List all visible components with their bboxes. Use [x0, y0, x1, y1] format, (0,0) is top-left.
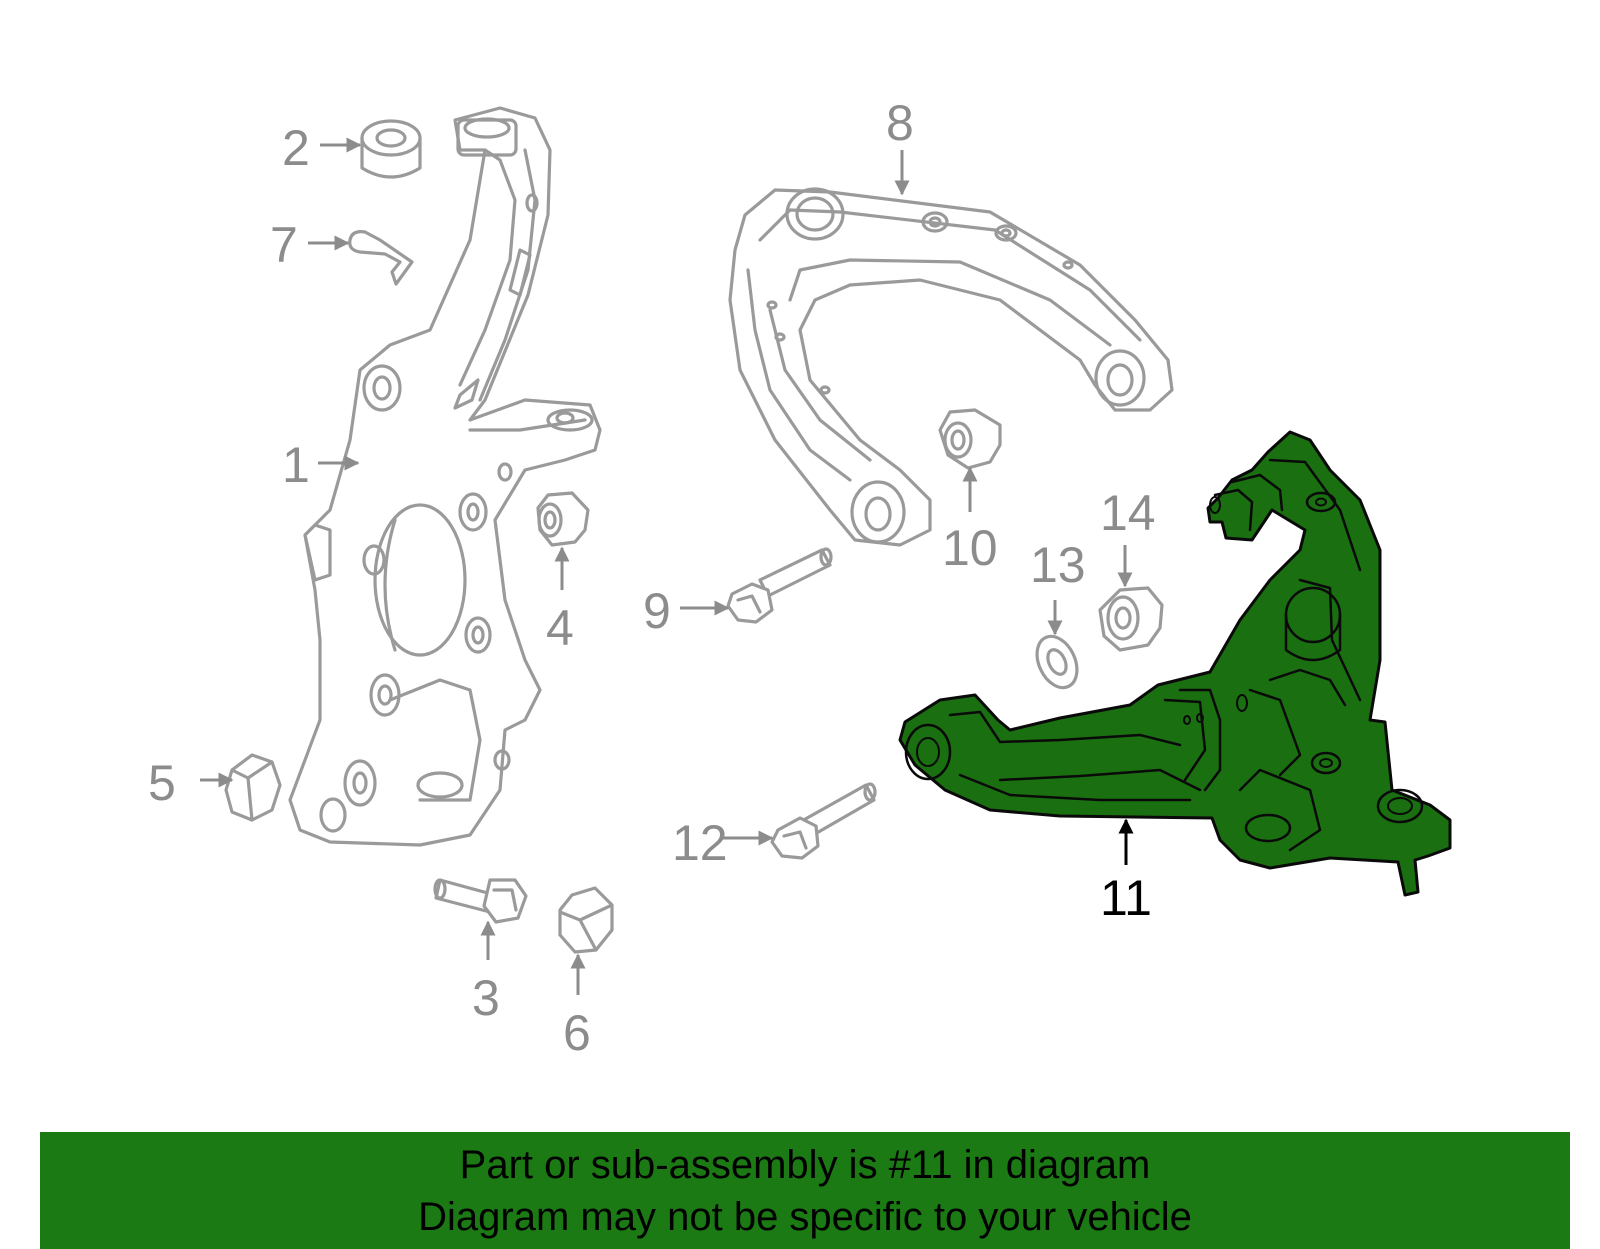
callout-13: 13 [1030, 537, 1086, 593]
callout-10: 10 [942, 520, 998, 576]
hex-nut-6-part [558, 886, 614, 954]
callout-6: 6 [563, 1005, 591, 1061]
retaining-clip-part [348, 230, 414, 286]
callout-7: 7 [270, 217, 298, 273]
parts-diagram: 2 7 1 5 3 6 4 9 12 8 10 13 14 11 [148, 95, 1452, 1061]
bushing-part [360, 119, 422, 179]
bolt-12-part [770, 782, 877, 860]
flange-nut-10-part [938, 408, 1002, 470]
steering-knuckle-part [288, 106, 602, 847]
lower-control-arm-part [898, 430, 1452, 897]
banner-line-2: Diagram may not be specific to your vehi… [418, 1194, 1192, 1239]
flange-nut-4-part [536, 491, 590, 547]
callout-1: 1 [282, 437, 310, 493]
hex-nut-5-part [224, 753, 282, 822]
callout-9: 9 [643, 583, 671, 639]
bolt-3-part [433, 878, 528, 924]
banner-line-1: Part or sub-assembly is #11 in diagram [459, 1142, 1151, 1187]
info-banner: Part or sub-assembly is #11 in diagram D… [40, 1132, 1570, 1249]
bolt-9-part [726, 547, 833, 624]
callout-8: 8 [886, 95, 914, 151]
callout-4: 4 [546, 600, 574, 656]
flange-nut-14-part [1098, 586, 1164, 652]
callout-14: 14 [1100, 485, 1156, 541]
callout-11: 11 [1100, 870, 1152, 926]
callout-2: 2 [282, 120, 310, 176]
callout-3: 3 [472, 970, 500, 1026]
upper-control-arm-part [728, 187, 1174, 547]
washer-13-part [1035, 634, 1079, 690]
callout-12: 12 [672, 815, 728, 871]
callout-5: 5 [148, 755, 176, 811]
